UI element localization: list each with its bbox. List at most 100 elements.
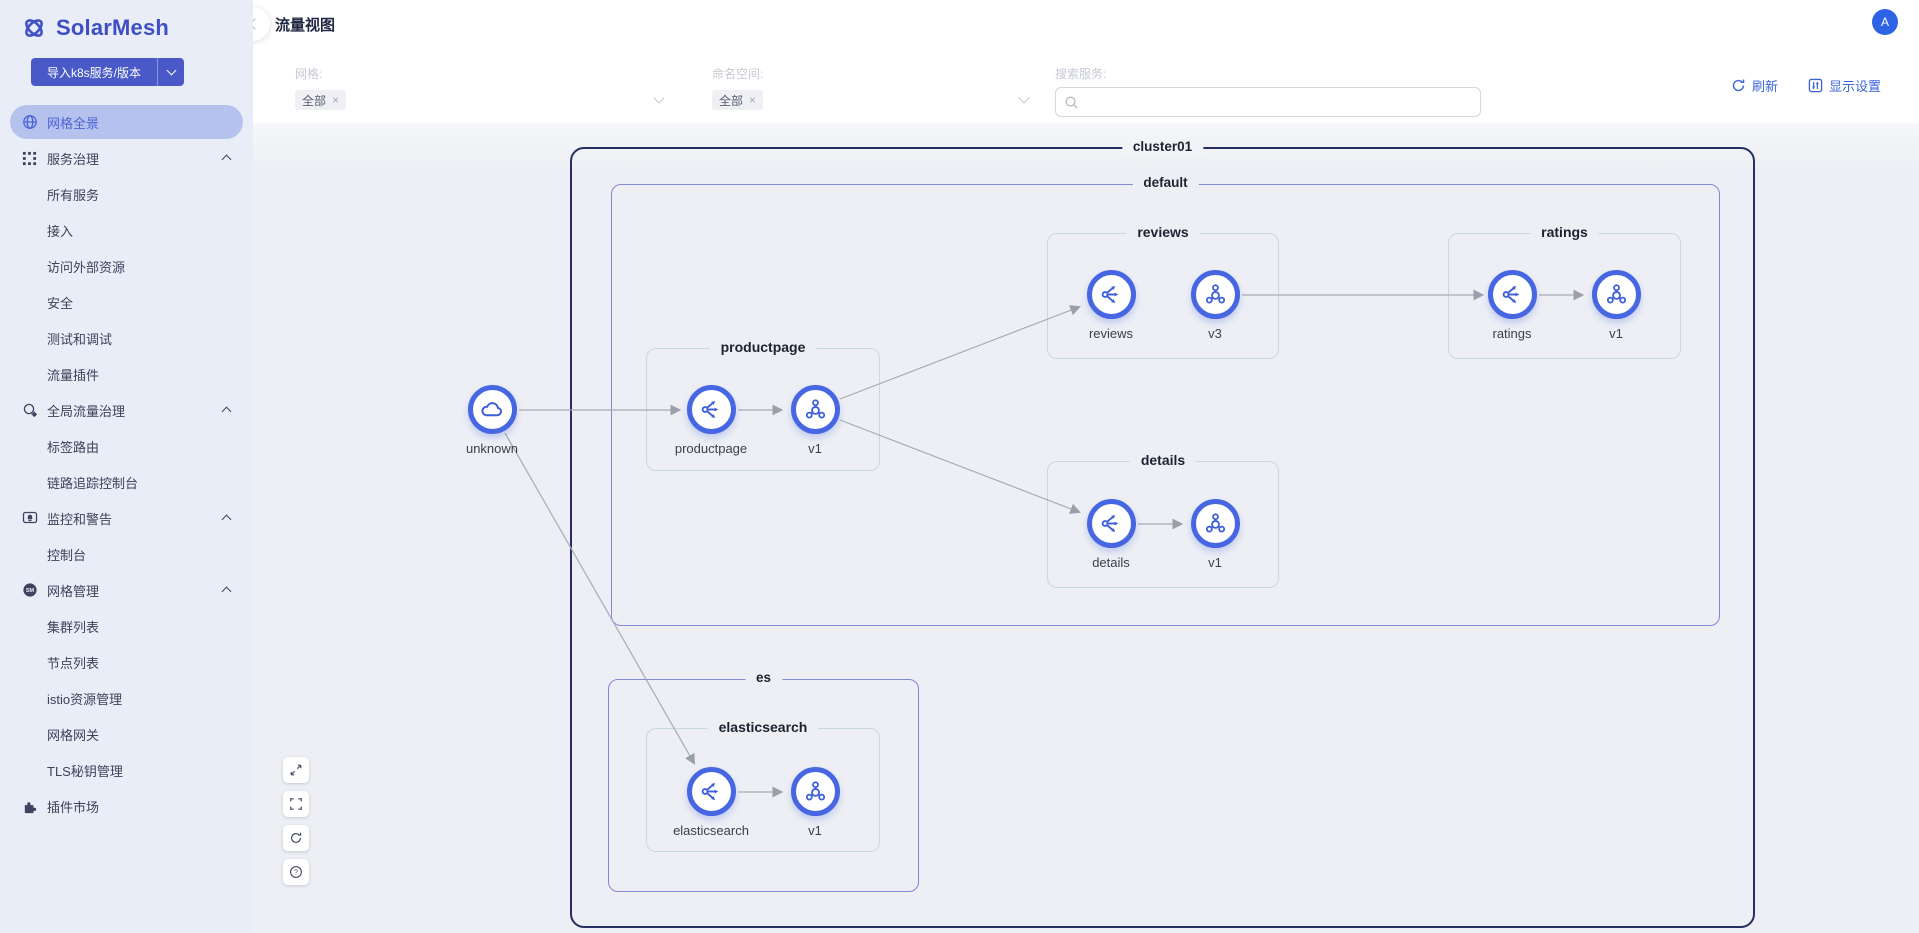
chevron-up-icon[interactable]: [221, 154, 232, 165]
sidebar-item-all-services[interactable]: 所有服务: [0, 176, 253, 212]
fullscreen-icon: [290, 798, 302, 810]
global-traffic-icon: [21, 402, 38, 419]
import-k8s-button[interactable]: 导入k8s服务/版本: [31, 58, 184, 86]
node-circle[interactable]: [686, 767, 736, 816]
workload-icon: [805, 399, 825, 419]
chevron-up-icon[interactable]: [221, 514, 232, 525]
sidebar-item-security[interactable]: 安全: [0, 284, 253, 320]
namespace-box-default[interactable]: default: [611, 175, 1720, 626]
node-label: v1: [1609, 326, 1623, 341]
chevron-up-icon[interactable]: [221, 586, 232, 597]
node-label: reviews: [1088, 326, 1134, 341]
node-circle[interactable]: [467, 385, 517, 434]
svg-text:?: ?: [294, 870, 298, 877]
node-circle[interactable]: [1487, 270, 1537, 319]
group-box-elasticsearch[interactable]: elasticsearch: [646, 719, 880, 852]
remove-tag-icon[interactable]: ×: [749, 93, 757, 107]
sidebar-item-mesh-overview[interactable]: 网格全景: [10, 105, 243, 139]
chevron-down-icon[interactable]: [1018, 92, 1030, 104]
node-ratings-service[interactable]: ratings: [1474, 270, 1550, 341]
sidebar-item-console[interactable]: 控制台: [0, 536, 253, 572]
zoom-fit-button[interactable]: [283, 757, 309, 783]
display-settings-button[interactable]: 显示设置: [1808, 76, 1881, 95]
traffic-graph-canvas[interactable]: cluster01 default es productpage reviews…: [253, 123, 1919, 933]
search-box[interactable]: [1055, 87, 1481, 117]
group-label: elasticsearch: [707, 719, 819, 735]
mesh-selected-tag[interactable]: 全部 ×: [295, 90, 347, 110]
node-elasticsearch-service[interactable]: elasticsearch: [673, 767, 749, 838]
chevron-down-icon[interactable]: [653, 92, 665, 104]
sidebar-item-traffic-plugin[interactable]: 流量插件: [0, 356, 253, 392]
node-circle[interactable]: [1086, 499, 1136, 548]
node-circle[interactable]: [1190, 270, 1240, 319]
import-k8s-label[interactable]: 导入k8s服务/版本: [46, 65, 141, 80]
node-details-service[interactable]: details: [1073, 499, 1149, 570]
group-box-reviews[interactable]: reviews: [1047, 224, 1279, 359]
node-details-v1[interactable]: v1: [1177, 499, 1253, 570]
sidebar-group-monitor-alert[interactable]: 监控和警告: [0, 500, 253, 536]
reset-view-button[interactable]: [283, 825, 309, 851]
logo: SolarMesh: [0, 0, 253, 41]
node-circle[interactable]: [790, 767, 840, 816]
group-box-productpage[interactable]: productpage: [646, 339, 880, 471]
avatar-initial: A: [1880, 15, 1889, 29]
node-reviews-v3[interactable]: v3: [1177, 270, 1253, 341]
service-icon: [1101, 515, 1118, 532]
sidebar-item-istio-resources[interactable]: istio资源管理: [0, 680, 253, 716]
sidebar-item-tracing-console[interactable]: 链路追踪控制台: [0, 464, 253, 500]
node-label: ratings: [1492, 326, 1532, 341]
sidebar-group-global-traffic[interactable]: 全局流量治理: [0, 392, 253, 428]
sidebar-item-label: 节点列表: [47, 655, 100, 671]
node-ratings-v1[interactable]: v1: [1578, 270, 1654, 341]
avatar[interactable]: A: [1872, 9, 1898, 35]
node-elasticsearch-v1[interactable]: v1: [777, 767, 853, 838]
tag-value: 全部: [719, 93, 744, 108]
chevron-up-icon[interactable]: [221, 406, 232, 417]
namespace-selected-tag[interactable]: 全部 ×: [712, 90, 764, 110]
filter-actions: 刷新 显示设置: [1731, 48, 1919, 123]
node-unknown[interactable]: unknown: [454, 385, 530, 456]
sidebar-item-cluster-list[interactable]: 集群列表: [0, 608, 253, 644]
mesh-select[interactable]: 全部 ×: [295, 90, 665, 110]
sidebar-item-external-resources[interactable]: 访问外部资源: [0, 248, 253, 284]
sidebar-group-mesh-manage[interactable]: SM 网格管理: [0, 572, 253, 608]
node-reviews-service[interactable]: reviews: [1073, 270, 1149, 341]
mesh-manage-icon: SM: [21, 582, 38, 599]
node-label: v1: [808, 823, 822, 838]
refresh-button[interactable]: 刷新: [1731, 76, 1778, 95]
sidebar-item-mesh-gateway[interactable]: 网格网关: [0, 716, 253, 752]
node-productpage-service[interactable]: productpage: [673, 385, 749, 456]
remove-tag-icon[interactable]: ×: [332, 93, 340, 107]
app-name: SolarMesh: [56, 15, 170, 40]
sidebar-item-label-routing[interactable]: 标签路由: [0, 428, 253, 464]
node-circle[interactable]: [1190, 499, 1240, 548]
cluster-label: cluster01: [1121, 139, 1204, 154]
fullscreen-button[interactable]: [283, 791, 309, 817]
sidebar-item-label: 服务治理: [47, 151, 100, 167]
namespace-box-es[interactable]: es: [608, 670, 919, 892]
service-icon: [701, 401, 718, 418]
namespace-label: es: [744, 670, 783, 685]
chevron-down-icon[interactable]: [158, 58, 184, 86]
service-icon: [1502, 286, 1519, 303]
node-circle[interactable]: [1591, 270, 1641, 319]
help-button[interactable]: ?: [283, 859, 309, 885]
node-circle[interactable]: [790, 385, 840, 434]
group-box-ratings[interactable]: ratings: [1448, 224, 1681, 359]
sidebar-item-plugin-market[interactable]: 插件市场: [0, 788, 253, 824]
sidebar-item-test-debug[interactable]: 测试和调试: [0, 320, 253, 356]
sidebar-item-label: istio资源管理: [47, 691, 123, 707]
group-box-details[interactable]: details: [1047, 452, 1279, 588]
sidebar-group-service-governance[interactable]: 服务治理: [0, 140, 253, 176]
sidebar-item-tls-keys[interactable]: TLS秘钥管理: [0, 752, 253, 788]
node-circle[interactable]: [686, 385, 736, 434]
node-productpage-v1[interactable]: v1: [777, 385, 853, 456]
search-input[interactable]: [1085, 94, 1472, 110]
sidebar-item-node-list[interactable]: 节点列表: [0, 644, 253, 680]
sidebar-item-access[interactable]: 接入: [0, 212, 253, 248]
node-circle[interactable]: [1086, 270, 1136, 319]
node-label: unknown: [465, 441, 519, 456]
namespace-select[interactable]: 全部 ×: [712, 90, 1030, 110]
sidebar-item-label: 网格网关: [47, 727, 100, 743]
sidebar-item-label: 所有服务: [47, 187, 100, 203]
